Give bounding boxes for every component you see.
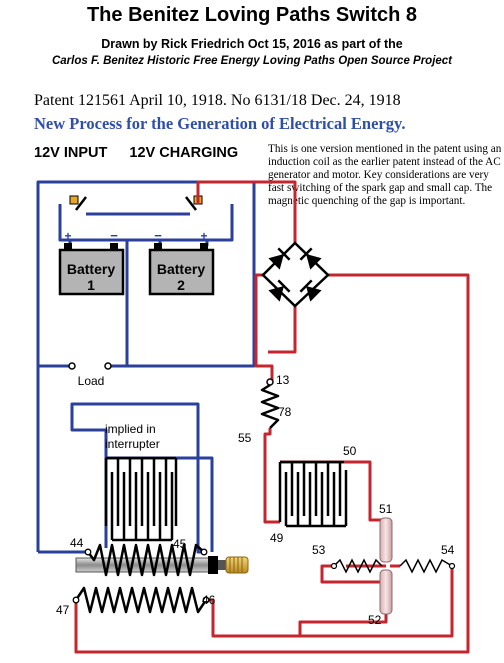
battery-1: + − Battery 1 xyxy=(58,228,125,296)
explanation-note: This is one version mentioned in the pat… xyxy=(268,143,502,207)
node-44: 44 xyxy=(70,536,84,550)
interrupter-wire xyxy=(70,402,200,548)
spark-gap-assembly xyxy=(330,517,456,615)
author-line: Drawn by Rick Friedrich Oct 15, 2016 as … xyxy=(101,37,403,51)
battery-2-number: 2 xyxy=(177,277,185,293)
battery-top-bus xyxy=(58,204,234,242)
node-45: 45 xyxy=(173,537,187,551)
node-55: 55 xyxy=(238,431,252,445)
battery-2-plus: + xyxy=(200,229,207,243)
node-13: 13 xyxy=(276,373,290,387)
node-labels: 13 78 55 50 49 51 52 53 54 44 45 46 47 xyxy=(56,373,455,627)
process-title: New Process for the Generation of Electr… xyxy=(34,114,406,133)
spark-coil-left xyxy=(333,558,383,574)
battery-1-plus: + xyxy=(64,229,71,243)
battery-2: − + Battery 2 xyxy=(148,228,215,296)
capacitor-49-50 xyxy=(278,460,348,528)
diode-top-right xyxy=(299,247,322,270)
io-labels: 12V INPUT 12V CHARGING xyxy=(34,145,238,161)
resistor-78 xyxy=(260,383,280,429)
node-46: 46 xyxy=(202,593,216,607)
charging-top-wire xyxy=(196,180,297,243)
project-line: Carlos F. Benitez Historic Free Energy L… xyxy=(51,55,453,67)
node53-link xyxy=(320,564,386,584)
battery-1-number: 1 xyxy=(87,277,95,293)
bridge-right-wire xyxy=(74,273,470,654)
node-50: 50 xyxy=(343,444,357,458)
load-label: Load xyxy=(78,374,105,388)
cap-52 xyxy=(379,569,393,615)
node-51: 51 xyxy=(379,502,393,516)
node-52: 52 xyxy=(368,613,382,627)
node-53: 53 xyxy=(312,543,326,557)
input-switch-left xyxy=(69,195,87,211)
battery-1-minus: − xyxy=(110,228,118,243)
primary-winding xyxy=(87,543,205,577)
load-terminals: Load xyxy=(68,362,112,388)
interrupter-label-line1: implied in xyxy=(105,422,156,436)
node-47: 47 xyxy=(56,603,70,617)
node-49: 49 xyxy=(270,531,284,545)
diode-bottom-right xyxy=(299,279,322,302)
spark-right-wire xyxy=(206,566,454,638)
cap-51 xyxy=(379,517,393,563)
input-label: 12V INPUT xyxy=(34,145,108,161)
interrupter-label-line2: interrupter xyxy=(105,437,160,451)
diagram-title: The Benitez Loving Paths Switch 8 xyxy=(86,4,418,26)
patent-reference: Patent 121561 April 10, 1918. No 6131/18… xyxy=(34,92,401,109)
secondary-winding xyxy=(74,586,208,614)
node-54: 54 xyxy=(441,543,455,557)
battery-2-minus: − xyxy=(154,228,162,243)
bridge-rectifier xyxy=(261,241,330,308)
resistor-down-wire xyxy=(263,428,280,524)
interrupter-capacitor xyxy=(104,456,178,542)
bridge-left-wire xyxy=(254,273,274,382)
input-switch-right xyxy=(185,195,203,211)
node-78: 78 xyxy=(278,405,292,419)
adjust-screw xyxy=(218,556,249,574)
bridge-bottom-wire xyxy=(268,306,297,354)
interrupter-contact-block xyxy=(208,556,218,574)
battery-2-label: Battery xyxy=(157,261,205,277)
induction-coil xyxy=(72,543,249,614)
spark-coil-right xyxy=(399,558,453,574)
diode-top-left xyxy=(268,247,291,270)
node-13-dot xyxy=(266,378,274,386)
diode-bottom-left xyxy=(268,279,291,302)
charging-label: 12V CHARGING xyxy=(129,145,239,161)
battery-1-label: Battery xyxy=(67,261,115,277)
